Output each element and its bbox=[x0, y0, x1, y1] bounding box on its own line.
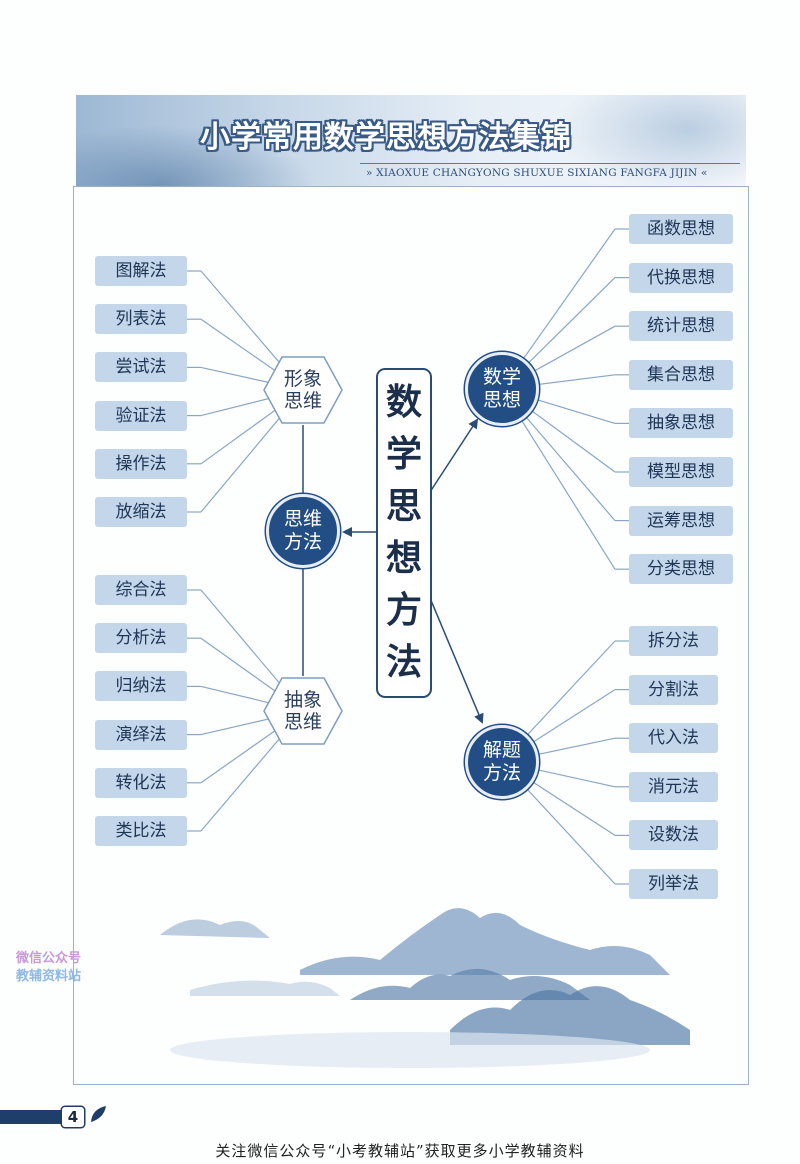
jieti-item: 列举法 bbox=[629, 869, 718, 899]
shuxue-item: 集合思想 bbox=[629, 359, 733, 390]
node-label-line2: 思维 bbox=[283, 711, 322, 733]
watermark: 微信公众号 教辅资料站 bbox=[16, 950, 81, 986]
shuxue-item: 运筹思想 bbox=[629, 505, 733, 536]
node-label-line1: 解题 bbox=[482, 739, 521, 761]
chouxiang-item: 演绎法 bbox=[95, 719, 187, 750]
central-char: 法 bbox=[385, 642, 422, 683]
shuxue-item: 统计思想 bbox=[629, 311, 733, 342]
diagram-frame bbox=[73, 186, 749, 1085]
leaf-icon bbox=[91, 1106, 106, 1122]
shuxue-sixiang-node: 数学 思想 bbox=[465, 352, 539, 426]
xingxiang-item: 尝试法 bbox=[95, 352, 187, 383]
footer-note: 关注微信公众号“小考教辅站”获取更多小学教辅资料 bbox=[215, 1142, 585, 1160]
xingxiang-item: 验证法 bbox=[95, 400, 187, 431]
page-number: 4 bbox=[62, 1107, 84, 1127]
xingxiang-item: 操作法 bbox=[95, 448, 187, 479]
page-number-bar bbox=[0, 1110, 66, 1124]
chouxiang-item: 转化法 bbox=[95, 767, 187, 798]
jieti-item: 消元法 bbox=[629, 771, 718, 802]
jieti-item: 拆分法 bbox=[629, 626, 718, 656]
hexagon-shape bbox=[263, 677, 343, 745]
central-char: 学 bbox=[385, 434, 422, 475]
jieti-item: 分割法 bbox=[629, 674, 718, 705]
node-label-line1: 抽象 bbox=[283, 689, 322, 711]
arrow-to-jieti bbox=[429, 597, 484, 724]
chouxiang-item: 综合法 bbox=[95, 575, 187, 605]
node-label-line2: 思维 bbox=[283, 390, 322, 412]
central-char: 思 bbox=[385, 486, 422, 527]
xingxiang-siwei-node: 形象 思维 bbox=[262, 355, 344, 425]
hexagon-shape bbox=[263, 356, 343, 424]
page-title: 小学常用数学思想方法集锦 bbox=[200, 120, 572, 155]
node-label-line1: 思维 bbox=[283, 508, 322, 530]
central-char: 方 bbox=[385, 590, 422, 631]
xingxiang-item: 列表法 bbox=[95, 304, 187, 335]
arrow-to-shuxue bbox=[429, 418, 479, 493]
central-char: 数 bbox=[385, 382, 422, 423]
node-label-line2: 思想 bbox=[482, 389, 521, 411]
jieti-item: 代入法 bbox=[629, 723, 718, 754]
central-char: 想 bbox=[385, 538, 422, 579]
watermark-line1: 微信公众号 bbox=[16, 951, 82, 966]
shuxue-item: 抽象思想 bbox=[629, 408, 733, 439]
mountain-illustration bbox=[160, 908, 690, 1068]
page-subtitle: » XIAOXUE CHANGYONG SHUXUE SIXIANG FANGF… bbox=[366, 167, 708, 179]
node-label-line2: 方法 bbox=[482, 762, 521, 784]
central-topic-box: 数 学 思 想 方 法 bbox=[376, 368, 432, 698]
header-banner bbox=[76, 95, 746, 187]
shuxue-item: 函数思想 bbox=[629, 214, 733, 244]
shuxue-item: 分类思想 bbox=[629, 554, 733, 585]
shuxue-item: 代换思想 bbox=[629, 262, 733, 293]
chouxiang-item: 归纳法 bbox=[95, 671, 187, 702]
xingxiang-item: 图解法 bbox=[95, 256, 187, 286]
shuxue-item: 模型思想 bbox=[629, 457, 733, 487]
node-label-line1: 形象 bbox=[283, 368, 322, 390]
chouxiang-item: 类比法 bbox=[95, 816, 187, 846]
chouxiang-item: 分析法 bbox=[95, 623, 187, 654]
node-label-line2: 方法 bbox=[283, 531, 322, 553]
node-label-line1: 数学 bbox=[482, 366, 521, 388]
siwei-fangfa-node: 思维 方法 bbox=[266, 494, 340, 568]
title-divider bbox=[360, 163, 740, 164]
xingxiang-item: 放缩法 bbox=[95, 497, 187, 527]
jieti-item: 设数法 bbox=[629, 820, 718, 851]
jieti-fangfa-node: 解题 方法 bbox=[465, 725, 539, 799]
chouxiang-siwei-node: 抽象 思维 bbox=[262, 676, 344, 746]
watermark-line2: 教辅资料站 bbox=[16, 969, 82, 984]
